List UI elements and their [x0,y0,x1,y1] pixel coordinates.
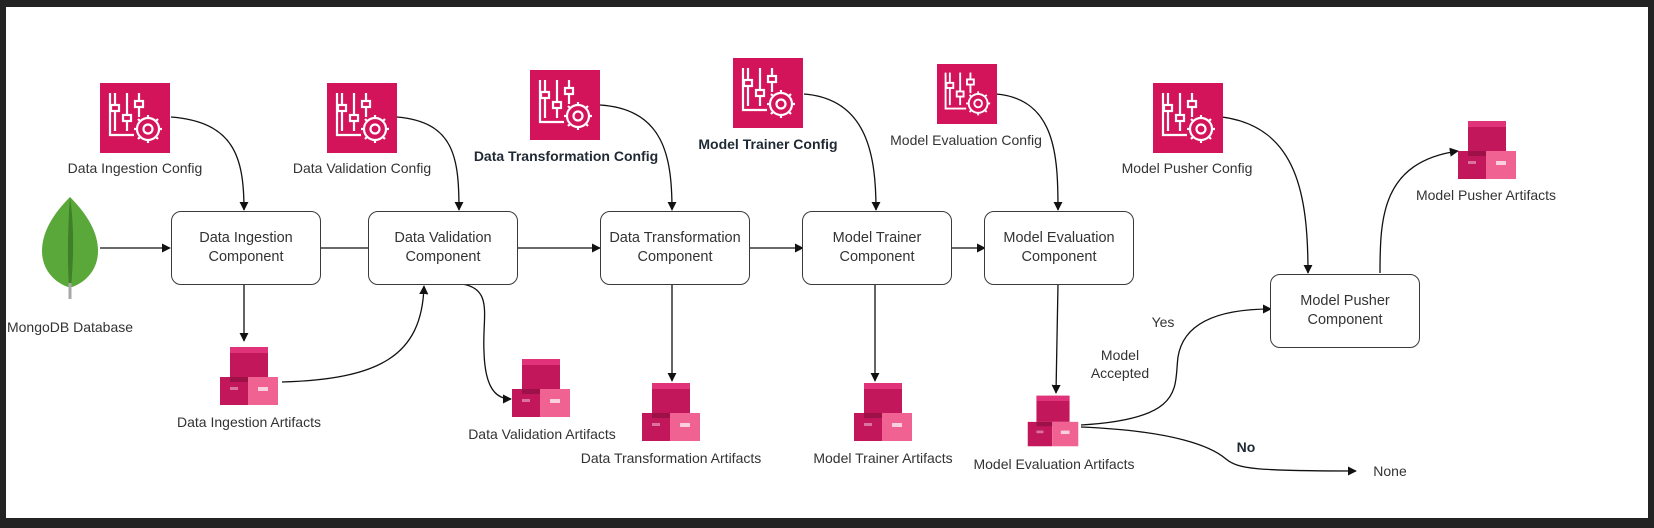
component-model-pusher: Model Pusher Component [1270,274,1420,348]
config-settings-icon [937,64,997,124]
artifact-label-trainer: Model Trainer Artifacts [813,450,953,466]
arrow-artifacts-to-validation [281,285,429,383]
artifact-label-pusher: Model Pusher Artifacts [1415,187,1557,203]
config-label-ingestion: Data Ingestion Config [67,160,203,176]
arrow-no-to-none [1080,426,1357,476]
arrow-validation-to-artifacts [461,283,512,404]
component-data-transformation: Data Transformation Component [600,211,750,285]
arrow-config-evaluation [995,93,1063,211]
component-data-validation: Data Validation Component [368,211,518,285]
config-label-trainer: Model Trainer Config [698,136,838,152]
component-data-ingestion: Data Ingestion Component [171,211,321,285]
artifact-boxes-icon [852,381,914,443]
config-label-transformation: Data Transformation Config [473,148,659,164]
label-no: No [1236,439,1256,455]
config-label-evaluation: Model Evaluation Config [890,132,1042,148]
arrow-evaluation-to-artifacts [1051,283,1061,394]
config-settings-icon [100,83,170,153]
arrow-config-transformation [599,104,677,211]
label-none: None [1373,463,1407,479]
artifact-boxes-icon [1456,119,1518,181]
artifact-boxes-icon [640,381,702,443]
arrow-yes-to-pusher [1080,304,1272,426]
arrow-config-ingestion [170,116,249,211]
arrow-config-pusher [1221,116,1313,274]
config-label-validation: Data Validation Config [292,160,432,176]
component-model-evaluation: Model Evaluation Component [984,211,1134,285]
mongodb-leaf-icon [40,195,100,301]
artifact-label-evaluation: Model Evaluation Artifacts [973,456,1135,472]
arrow-config-trainer [803,93,881,211]
artifact-boxes-icon [510,357,572,419]
artifact-label-ingestion: Data Ingestion Artifacts [177,414,321,430]
artifact-boxes-icon [1025,394,1081,448]
artifact-label-transformation: Data Transformation Artifacts [580,450,762,466]
arrow-config-validation [396,116,464,211]
arrow-pusher-to-artifacts [1379,147,1459,274]
config-settings-icon [530,70,600,140]
artifact-boxes-icon [218,345,280,407]
config-settings-icon [1153,83,1223,153]
artifact-label-validation: Data Validation Artifacts [468,426,616,442]
diagram-canvas: MongoDB Database Data Ingestion Config D… [6,7,1648,518]
connector-layer [100,93,1459,476]
config-label-pusher: Model Pusher Config [1121,160,1253,176]
component-model-trainer: Model Trainer Component [802,211,952,285]
config-settings-icon [733,58,803,128]
label-yes: Yes [1151,314,1175,330]
config-settings-icon [327,83,397,153]
mongodb-label: MongoDB Database [6,319,134,335]
label-model-accepted: Model Accepted [1090,347,1150,381]
